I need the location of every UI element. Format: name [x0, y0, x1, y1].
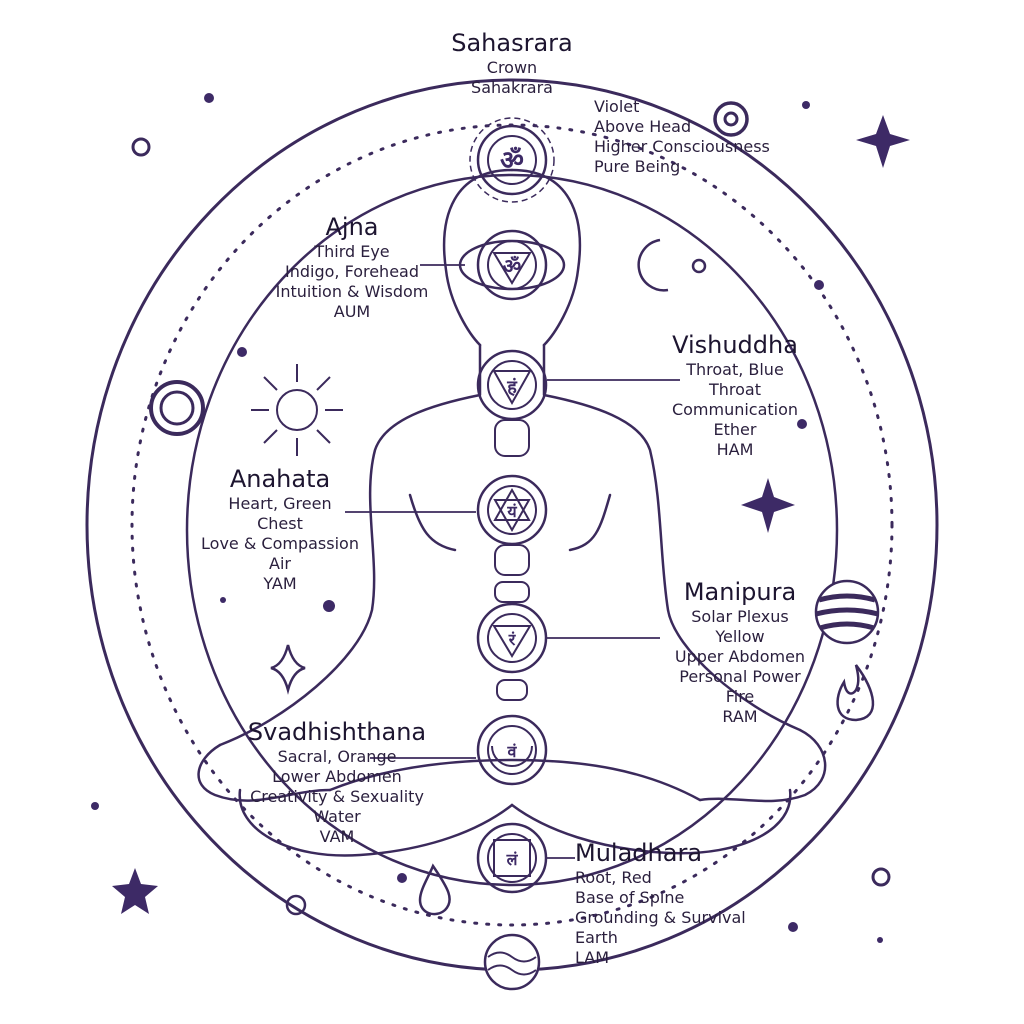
chakra-detail: RAM	[722, 707, 758, 726]
leader-lines	[345, 264, 680, 859]
label-muladhara: Muladhara Root, Red Base of Spine Ground…	[575, 838, 805, 968]
chakra-name: Vishuddha	[672, 331, 798, 359]
third-eye-icon: ॐ	[458, 229, 566, 301]
decor-rings	[131, 101, 891, 916]
chakra-detail: Solar Plexus	[691, 607, 789, 626]
root-icon: लं	[476, 822, 548, 894]
chakra-detail: Upper Abdomen	[674, 647, 806, 666]
wave-planet-icon	[483, 933, 541, 991]
chakra-detail: AUM	[333, 302, 371, 321]
root-glyph: लं	[506, 850, 519, 869]
chakra-detail: Throat, Blue	[686, 360, 784, 379]
chakra-detail: Intuition & Wisdom	[275, 282, 429, 301]
chakra-detail: Sahakrara	[471, 78, 553, 97]
water-drop-icon	[418, 863, 451, 916]
throat-glyph: हं	[506, 377, 518, 398]
chakra-detail: Pure Being	[594, 157, 681, 176]
planet-icon	[814, 579, 880, 645]
meditating-figure	[197, 168, 827, 857]
label-manipura: Manipura Solar Plexus Yellow Upper Abdom…	[630, 577, 850, 727]
chakra-detail: Root, Red	[575, 868, 652, 887]
crown-lotus-icon: ॐ	[469, 117, 555, 203]
chakra-name: Anahata	[229, 465, 331, 493]
chakra-detail: HAM	[716, 440, 754, 459]
label-anahata: Anahata Heart, Green Chest Love & Compas…	[170, 464, 390, 594]
chakra-detail: Fire	[725, 687, 755, 706]
star-icon	[112, 115, 910, 914]
crown-glyph: ॐ	[500, 146, 524, 176]
chakra-detail: Yellow	[715, 627, 765, 646]
label-svadhishthana: Svadhishthana Sacral, Orange Lower Abdom…	[222, 717, 452, 847]
third-eye-glyph: ॐ	[503, 254, 521, 278]
chakra-detail: Lower Abdomen	[272, 767, 402, 786]
flame-icon	[836, 664, 875, 722]
chakra-detail: Ether	[713, 420, 757, 439]
solar-plexus-glyph: रं	[508, 630, 517, 649]
label-ajna: Ajna Third Eye Indigo, Forehead Intuitio…	[252, 212, 452, 322]
chakra-detail: Indigo, Forehead	[284, 262, 419, 281]
sun-icon	[251, 364, 343, 456]
chakra-detail: Grounding & Survival	[575, 908, 746, 927]
chakra-detail: Higher Consciousness	[594, 137, 770, 156]
small-ring-icon	[691, 258, 707, 274]
chakra-detail: Water	[313, 807, 361, 826]
sacral-icon: वं	[476, 714, 548, 786]
moon-icon	[637, 238, 669, 292]
chakra-name: Ajna	[325, 213, 379, 241]
sparkle-icon	[270, 644, 306, 695]
spine	[494, 419, 530, 701]
chakra-detail: Chest	[257, 514, 303, 533]
chakra-detail: Violet	[594, 97, 640, 116]
throat-icon: हं	[476, 349, 548, 421]
sacral-glyph: वं	[507, 742, 518, 761]
chakra-detail: Personal Power	[679, 667, 801, 686]
chakra-detail: Throat	[708, 380, 761, 399]
chakra-detail: YAM	[263, 574, 297, 593]
chakra-detail: Sacral, Orange	[277, 747, 397, 766]
chakra-name: Manipura	[683, 578, 797, 606]
chakra-detail: Base of Spine	[575, 888, 685, 907]
chakra-detail: Earth	[575, 928, 618, 947]
chakra-detail: Air	[269, 554, 291, 573]
heart-icon: यं	[476, 474, 548, 546]
chakra-detail: Creativity & Sexuality	[250, 787, 424, 806]
chakra-name: Sahasrara	[451, 29, 573, 57]
chakra-name: Muladhara	[575, 839, 703, 867]
label-sahasrara-details: Violet Above Head Higher Consciousness P…	[594, 97, 794, 177]
label-sahasrara: Sahasrara Crown Sahakrara	[392, 28, 632, 98]
chakra-detail: Heart, Green	[228, 494, 332, 513]
chakra-detail: Third Eye	[314, 242, 390, 261]
chakra-name: Svadhishthana	[247, 718, 427, 746]
chakra-detail: Above Head	[594, 117, 692, 136]
inner-orbit-ring	[185, 173, 839, 887]
chakra-detail: LAM	[575, 948, 610, 967]
solar-plexus-icon: रं	[476, 602, 548, 674]
chakra-detail: Communication	[671, 400, 799, 419]
label-vishuddha: Vishuddha Throat, Blue Throat Communicat…	[620, 330, 850, 460]
chakra-detail: Love & Compassion	[201, 534, 359, 553]
decor-dots	[91, 93, 883, 943]
chakra-detail: VAM	[319, 827, 355, 846]
heart-glyph: यं	[506, 502, 517, 521]
chakra-detail: Crown	[486, 58, 538, 77]
